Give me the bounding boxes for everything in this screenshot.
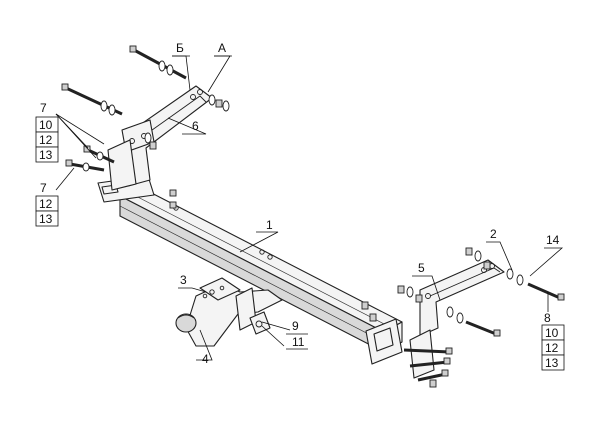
left-box-lower-0: 12	[39, 197, 53, 211]
left-box-lower: 12 13	[35, 195, 59, 227]
label-letter-a: А	[218, 41, 226, 55]
left-box-upper-1: 12	[39, 133, 53, 147]
label-part-1: 1	[266, 218, 273, 232]
label-part-2: 2	[490, 227, 497, 241]
fasteners-upper-left	[61, 45, 230, 209]
left-box-upper-0: 10	[39, 118, 53, 132]
label-letter-b: Б	[176, 41, 184, 55]
part-labels: Б А 6 7 7 1 2 14 5 3 4 9 11 8	[40, 41, 560, 366]
label-part-8: 8	[544, 311, 551, 325]
label-part-7-lower: 7	[40, 181, 47, 195]
label-part-7-upper: 7	[40, 101, 47, 115]
left-box-lower-1: 13	[39, 212, 53, 226]
right-box-1: 12	[545, 341, 559, 355]
right-box-2: 13	[545, 356, 559, 370]
label-part-3: 3	[180, 273, 187, 287]
fasteners-right	[361, 247, 565, 388]
crossbar	[97, 175, 403, 365]
label-part-9: 9	[292, 319, 299, 333]
left-box-upper-2: 13	[39, 148, 53, 162]
label-part-5: 5	[418, 261, 425, 275]
tow-hitch	[175, 277, 283, 347]
label-part-4: 4	[202, 352, 209, 366]
label-part-6: 6	[192, 119, 199, 133]
left-bracket	[107, 85, 213, 191]
right-box: 10 12 13	[541, 324, 565, 371]
right-box-0: 10	[545, 326, 559, 340]
label-part-11: 11	[292, 335, 305, 349]
left-box-upper: 10 12 13	[35, 116, 59, 163]
label-part-14: 14	[546, 233, 560, 247]
